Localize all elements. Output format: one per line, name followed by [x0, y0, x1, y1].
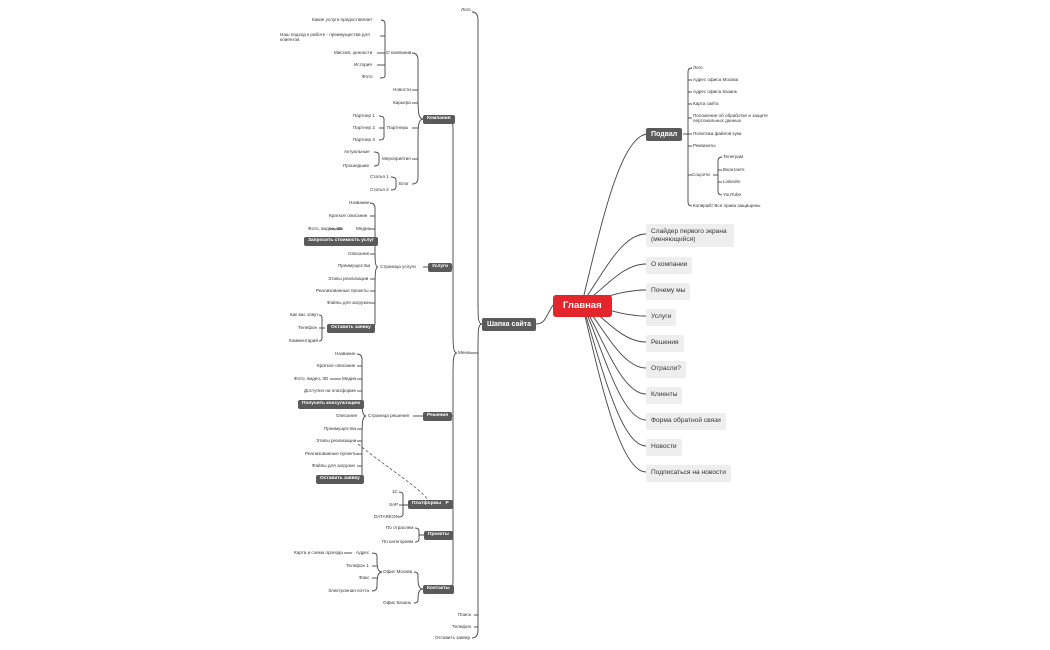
- solution-short: Краткое описание: [317, 363, 356, 368]
- company-career: Карьера: [393, 100, 411, 105]
- request-field: Комментарий: [289, 338, 318, 343]
- footer-item: Лого: [693, 65, 703, 70]
- office-kazan: Офис Казань: [383, 600, 412, 605]
- service-desc: Описание: [348, 251, 370, 256]
- contacts-node[interactable]: Контакты: [423, 585, 454, 594]
- platforms-marker: P: [445, 501, 449, 506]
- about-node: О компании: [386, 50, 412, 55]
- projects-item: По категориям: [382, 539, 414, 544]
- blog-item: Статья 1: [370, 174, 389, 179]
- section-feedback-form[interactable]: Форма обратной связи: [646, 413, 726, 430]
- moscow-address: Адрес: [356, 550, 370, 555]
- footer-item: Политика файлов куки: [693, 131, 742, 136]
- service-name: Название: [349, 200, 370, 205]
- service-adv: Преимущества: [338, 263, 371, 268]
- moscow-item: Электронная почта: [328, 588, 369, 593]
- social-item: Вконтакте: [723, 167, 745, 172]
- service-short: Краткое описание: [329, 213, 368, 218]
- section-services[interactable]: Услуги: [646, 309, 677, 326]
- moscow-item: Телефон 1: [346, 563, 369, 568]
- projects-item: По отраслям: [386, 525, 414, 530]
- footer-item: Положение об обработке и защите персонал…: [693, 113, 768, 124]
- partner-item: Партнер 2: [353, 125, 375, 130]
- service-page-node: Страница услуги: [380, 264, 416, 269]
- consultation-button[interactable]: Получить консультацию: [298, 400, 365, 409]
- header-node[interactable]: Шапка сайта: [482, 318, 536, 331]
- company-news: Новости: [393, 87, 411, 92]
- company-node[interactable]: Компания: [423, 115, 455, 124]
- solution-media: Медиа: [342, 376, 357, 381]
- solution-request-button[interactable]: Оставить заявку: [316, 475, 364, 484]
- projects-node[interactable]: Проекты: [424, 531, 453, 540]
- service-stages: Этапы реализации: [328, 276, 369, 281]
- request-field: Как вас зовут: [290, 312, 319, 317]
- partner-item: Партнер 3: [353, 137, 375, 142]
- event-item: Прошедшие: [343, 163, 370, 168]
- blog-node: Блог: [399, 181, 409, 186]
- footer-copyright: Копирайт Все права защищены: [693, 203, 761, 208]
- header-menu: Меню: [458, 350, 471, 355]
- header-leave-request: Оставить заявку: [435, 635, 471, 640]
- platforms-label: Платформы: [412, 501, 442, 506]
- moscow-map: Карта и схема проезда: [294, 550, 343, 555]
- platform-item: SAP: [389, 502, 399, 507]
- service-media-sub: Фото, видео, 3D: [308, 226, 343, 231]
- request-price-button[interactable]: Запросить стоимость услуг: [304, 237, 378, 246]
- solution-platform: Доступно на платформе: [304, 388, 357, 393]
- solution-media-sub: Фото, видео, 3D: [294, 376, 329, 381]
- footer-node[interactable]: Подвал: [646, 128, 683, 141]
- about-item: Миссия, ценности: [334, 50, 373, 55]
- footer-item: Адрес офиса Москва: [693, 77, 739, 82]
- service-projects: Реализованные проекты: [316, 288, 369, 293]
- request-field: Телефон: [298, 325, 318, 330]
- platforms-node[interactable]: Платформы P: [408, 500, 453, 509]
- service-media: Медиа: [356, 226, 371, 231]
- solution-desc: Описание: [336, 413, 358, 418]
- section-why-us[interactable]: Почему мы: [646, 283, 691, 300]
- section-news[interactable]: Новости: [646, 439, 682, 456]
- partners-node: Партнеры: [387, 125, 409, 130]
- footer-item: Адрес офиса Казань: [693, 89, 738, 94]
- section-slider[interactable]: Слайдер первого экрана (меняющийся): [646, 224, 734, 248]
- section-solutions[interactable]: Решения: [646, 335, 684, 352]
- section-subscribe[interactable]: Подписаться на новости: [646, 465, 731, 482]
- section-industries[interactable]: Отрасли?: [646, 361, 686, 378]
- solution-stages: Этапы реализации: [316, 438, 357, 443]
- about-item: Наш подход к работе - преимущества для к…: [280, 32, 370, 43]
- service-request-button[interactable]: Оставить заявку: [327, 324, 375, 333]
- solution-name: Название: [335, 351, 356, 356]
- footer-item: Карта сайта: [693, 101, 719, 106]
- service-files: Файлы для загрузки: [327, 300, 370, 305]
- social-item: YouTube: [723, 192, 742, 197]
- about-item: Фото: [362, 74, 373, 79]
- platform-item: DATAREON: [374, 514, 399, 519]
- moscow-item: Факс: [359, 575, 370, 580]
- solutions-node[interactable]: Решения: [423, 412, 453, 421]
- social-node: Соцсети: [692, 172, 710, 177]
- partner-item: Партнер 1: [353, 113, 375, 118]
- social-item: LinkedIn: [723, 179, 741, 184]
- solution-adv: Преимущества: [324, 426, 357, 431]
- services-node[interactable]: Услуги: [428, 263, 452, 272]
- solution-page-node: Страница решения: [368, 413, 410, 418]
- solution-projects: Реализованные проекты: [305, 451, 358, 456]
- footer-item: Реквизиты: [693, 143, 716, 148]
- section-clients[interactable]: Клиенты: [646, 387, 683, 404]
- about-item: Какие услуги предоставляет: [312, 17, 373, 22]
- header-logo: Лого: [461, 7, 471, 12]
- about-item: История: [354, 62, 372, 67]
- office-moscow-node: Офис Москва: [383, 569, 413, 574]
- events-node: Мероприятия: [382, 156, 411, 161]
- blog-item: Статья 2: [370, 187, 389, 192]
- header-phone: Телефон: [452, 624, 472, 629]
- section-about[interactable]: О компании: [646, 257, 693, 274]
- root-node[interactable]: Главная: [553, 295, 612, 317]
- social-item: Телеграм: [723, 154, 744, 159]
- header-search: Поиск: [458, 612, 471, 617]
- platform-item: 1С: [392, 489, 398, 494]
- event-item: Актуальные: [344, 149, 370, 154]
- solution-files: Файлы для загрузки: [312, 463, 355, 468]
